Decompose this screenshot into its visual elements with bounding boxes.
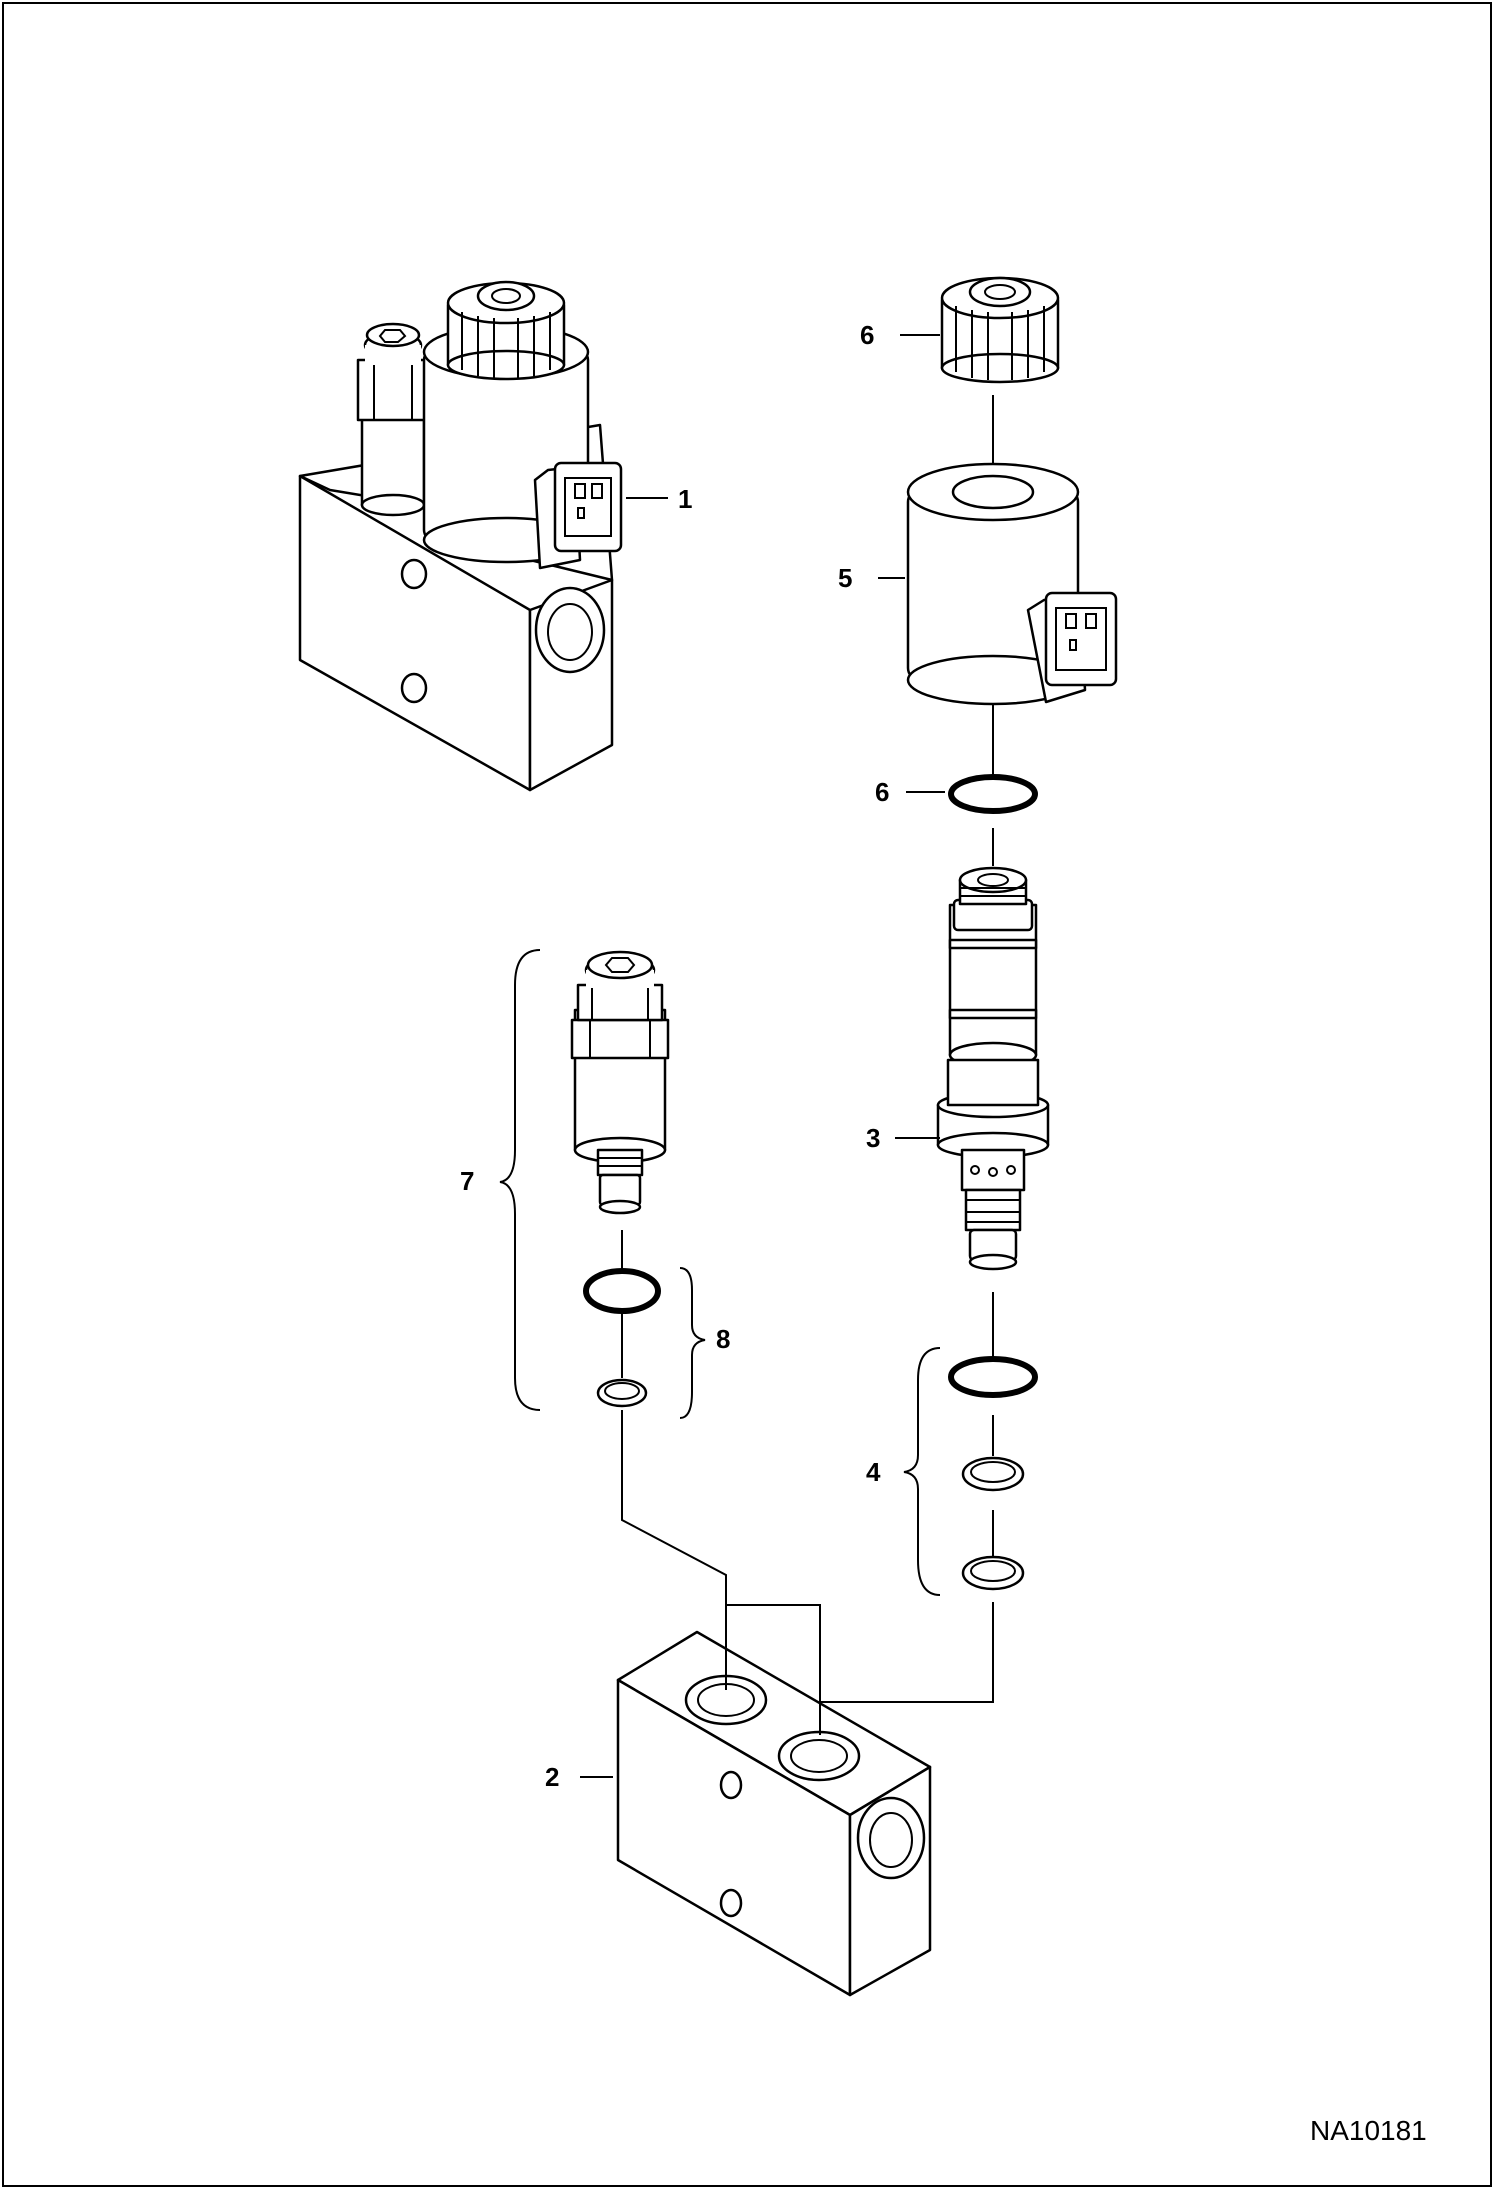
callout-4: 4	[866, 1457, 881, 1487]
callout-2: 2	[545, 1762, 559, 1792]
assembled-valve	[298, 280, 623, 792]
solenoid-coil	[906, 462, 1118, 706]
seal-rings	[583, 774, 1038, 1591]
relief-cartridge	[570, 950, 670, 1215]
callout-leaders	[499, 334, 945, 1778]
manifold-block	[616, 1630, 932, 1997]
callout-6-nut: 6	[860, 320, 874, 350]
callout-3: 3	[866, 1123, 880, 1153]
drawing-reference-code: NA10181	[1310, 2115, 1427, 2146]
knurled-nut	[940, 276, 1060, 384]
assembly-lines	[621, 395, 994, 1735]
callout-8: 8	[716, 1324, 730, 1354]
callout-5: 5	[838, 563, 852, 593]
callout-7: 7	[460, 1166, 474, 1196]
callout-1: 1	[678, 484, 692, 514]
solenoid-cartridge	[936, 866, 1050, 1271]
callout-labels: 1 2 3 4 5 6 6 7 8	[460, 320, 889, 1792]
callout-6-ring: 6	[875, 777, 889, 807]
